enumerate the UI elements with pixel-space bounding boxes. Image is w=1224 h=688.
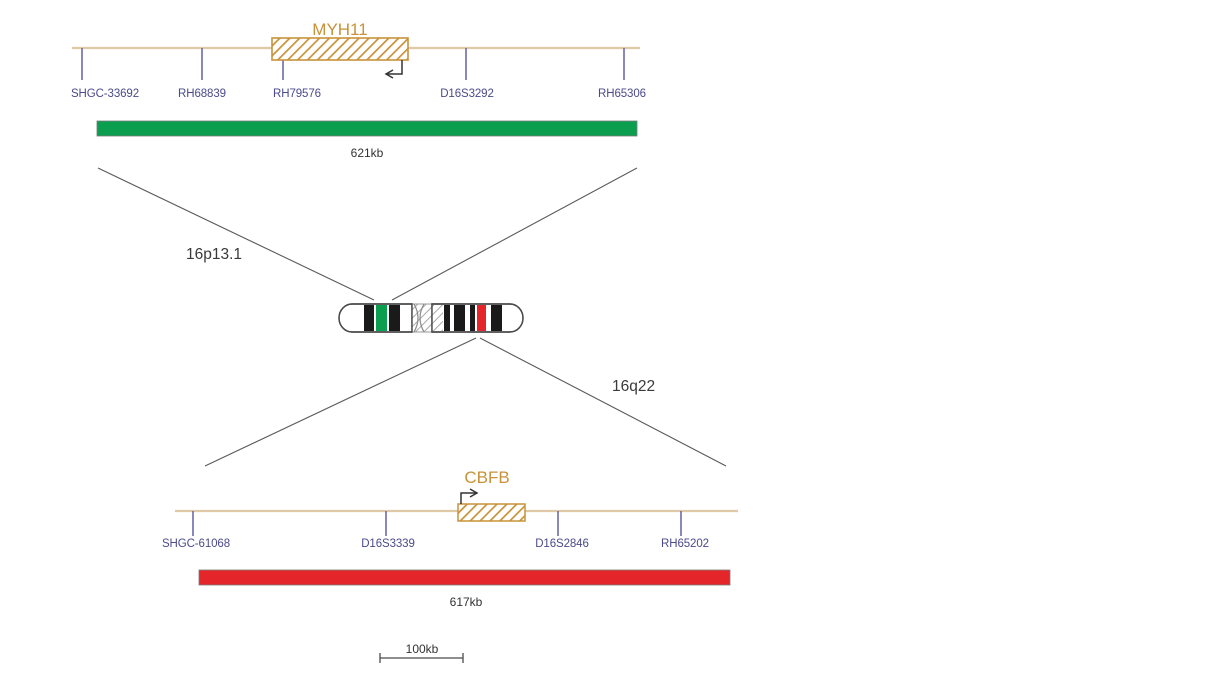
cbfb-gene-box xyxy=(457,503,526,522)
top-marker-label-2: RH68839 xyxy=(178,88,226,100)
area-of-interest-panel: Area of interest AML xyxy=(752,0,1224,688)
chromosome-16-ideogram xyxy=(338,303,524,333)
bottom-marker-label-1: SHGC-61068 xyxy=(161,538,231,550)
myh11-probe-size-label: 621kb xyxy=(350,146,384,160)
top-marker-label-1: SHGC-33692 xyxy=(70,88,140,100)
cbfb-probe-bar xyxy=(198,569,731,586)
connector-bottom-right xyxy=(479,337,727,467)
bottom-marker-label-4: RH65202 xyxy=(661,538,709,550)
bottom-marker-map xyxy=(175,488,738,663)
bottom-marker-label-2: D16S3339 xyxy=(361,538,415,550)
cytoband-label-16q22: 16q22 xyxy=(612,378,656,395)
myh11-gene-label: MYH11 xyxy=(312,20,368,39)
top-marker-map xyxy=(72,37,640,137)
cytoband-label-16p13-1: 16p13.1 xyxy=(186,246,243,263)
connector-bottom-left xyxy=(204,337,477,467)
bottom-marker-label-3: D16S2846 xyxy=(535,538,589,550)
cbfb-direction-arrow xyxy=(460,492,476,504)
connector-top-left xyxy=(97,167,375,301)
ideogram-band-16p13-1 xyxy=(376,305,387,331)
connector-top-right xyxy=(391,167,638,301)
cbfb-gene-label: CBFB xyxy=(464,468,510,487)
probe-map-panel: MYH11 SHGC-33692 RH68839 RH79576 D16S329… xyxy=(70,20,738,663)
top-marker-label-3: RH79576 xyxy=(273,88,321,100)
scale-bar xyxy=(379,653,464,663)
myh11-direction-arrow xyxy=(387,60,403,75)
top-marker-label-5: RH65306 xyxy=(598,88,646,100)
myh11-probe-bar xyxy=(96,120,638,137)
ideogram-and-connectors xyxy=(97,167,727,467)
ideogram-band-16q22 xyxy=(477,305,486,331)
scale-bar-label: 100kb xyxy=(405,642,439,656)
top-marker-label-4: D16S3292 xyxy=(440,88,494,100)
cbfb-probe-size-label: 617kb xyxy=(449,595,483,609)
myh11-gene-box xyxy=(271,37,409,61)
